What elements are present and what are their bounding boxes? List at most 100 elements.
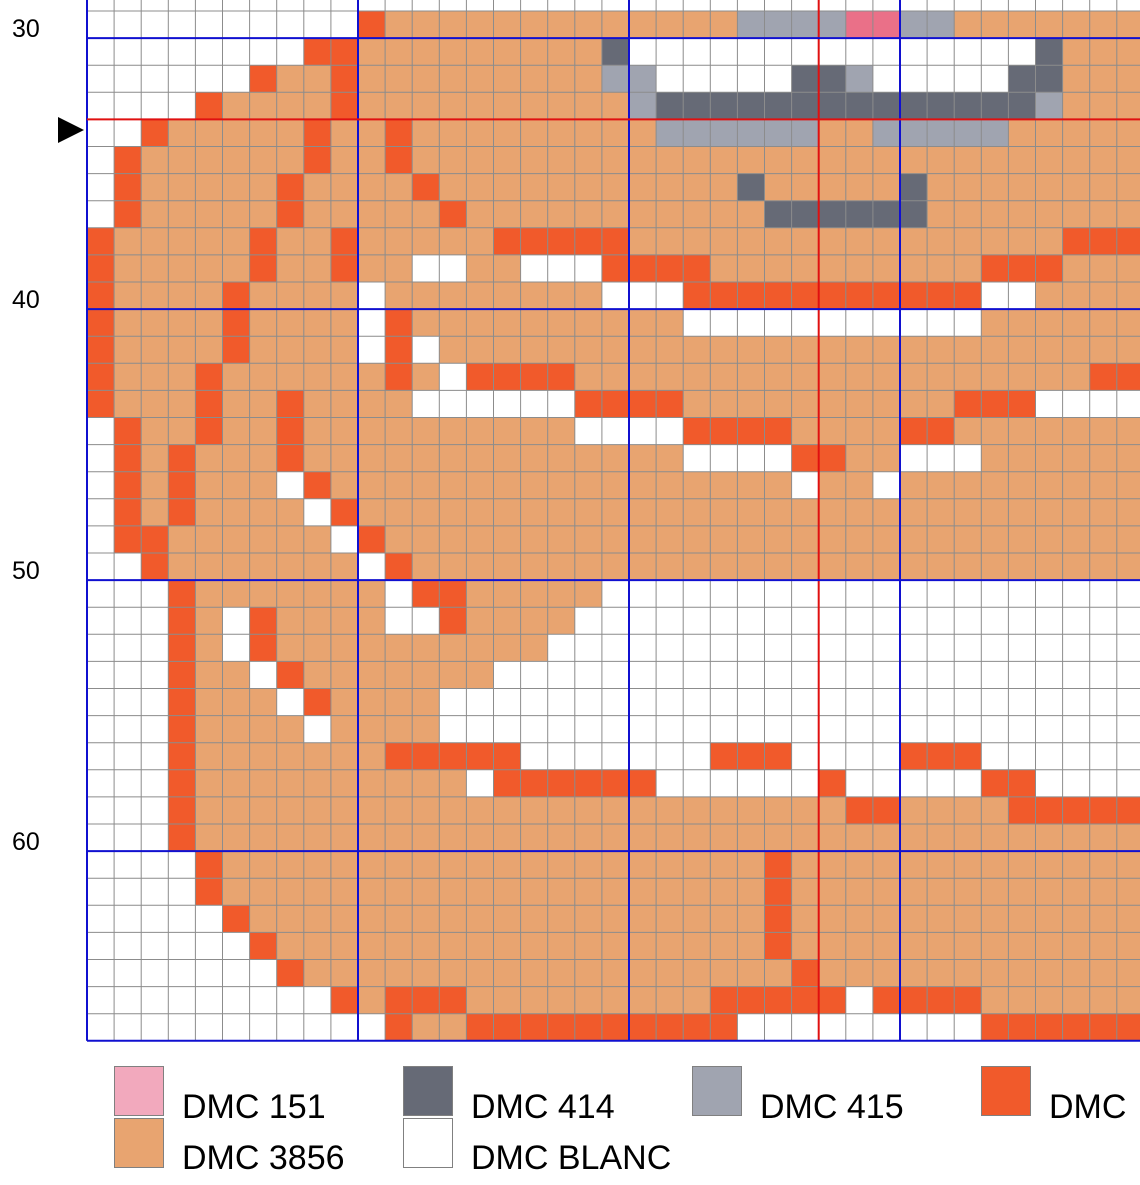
stitch-cell xyxy=(1035,146,1063,174)
stitch-cell xyxy=(358,634,386,662)
stitch-cell xyxy=(1062,580,1090,608)
stitch-cell xyxy=(927,417,955,445)
stitch-cell xyxy=(114,905,142,933)
stitch-cell xyxy=(87,119,115,147)
stitch-cell xyxy=(249,634,277,662)
stitch-cell xyxy=(547,65,576,93)
stitch-cell xyxy=(791,38,819,66)
stitch-cell xyxy=(385,661,413,689)
stitch-cell xyxy=(412,634,440,662)
stitch-cell xyxy=(330,38,359,66)
stitch-cell xyxy=(547,471,576,500)
stitch-cell xyxy=(466,932,494,960)
stitch-cell xyxy=(1062,851,1090,879)
stitch-cell xyxy=(276,254,305,283)
stitch-cell xyxy=(466,851,494,879)
stitch-cell xyxy=(791,417,819,445)
stitch-cell xyxy=(737,119,765,147)
stitch-cell xyxy=(710,986,738,1014)
stitch-cell xyxy=(358,661,386,689)
stitch-cell xyxy=(981,634,1009,662)
stitch-cell xyxy=(737,796,765,825)
stitch-cell xyxy=(791,715,819,743)
stitch-cell xyxy=(1035,11,1063,39)
stitch-cell xyxy=(330,363,359,391)
stitch-cell xyxy=(493,634,521,662)
stitch-cell xyxy=(818,580,847,608)
stitch-cell xyxy=(493,254,521,283)
stitch-cell xyxy=(954,905,982,933)
stitch-cell xyxy=(927,173,955,201)
stitch-cell xyxy=(710,11,738,39)
stitch-cell xyxy=(412,742,440,771)
stitch-cell xyxy=(439,1013,467,1042)
stitch-cell xyxy=(1008,11,1036,39)
stitch-cell xyxy=(737,65,765,93)
stitch-cell xyxy=(141,498,169,527)
stitch-cell xyxy=(710,688,738,716)
stitch-cell xyxy=(601,769,630,798)
stitch-cell xyxy=(466,796,494,825)
stitch-cell xyxy=(981,363,1009,391)
stitch-cell xyxy=(385,498,413,527)
stitch-cell xyxy=(900,282,928,310)
stitch-cell xyxy=(114,173,142,201)
stitch-cell xyxy=(493,851,521,879)
stitch-cell xyxy=(981,146,1009,174)
stitch-cell xyxy=(900,363,928,391)
stitch-cell xyxy=(330,444,359,472)
stitch-cell xyxy=(1116,65,1140,93)
stitch-cell xyxy=(1035,715,1063,743)
stitch-cell xyxy=(629,227,657,256)
stitch-cell xyxy=(1062,336,1090,364)
stitch-cell xyxy=(900,254,928,283)
stitch-cell xyxy=(791,796,819,825)
stitch-cell xyxy=(656,878,684,906)
stitch-cell xyxy=(303,661,332,689)
stitch-cell xyxy=(87,471,115,500)
stitch-cell xyxy=(1035,444,1063,472)
stitch-cell xyxy=(87,851,115,879)
stitch-cell xyxy=(872,634,901,662)
stitch-cell xyxy=(818,254,847,283)
stitch-cell xyxy=(222,92,250,120)
stitch-cell xyxy=(493,146,521,174)
stitch-cell xyxy=(222,254,250,283)
stitch-cell xyxy=(520,38,548,66)
stitch-cell xyxy=(791,1013,819,1042)
stitch-cell xyxy=(927,525,955,554)
stitch-cell xyxy=(141,878,169,906)
stitch-cell xyxy=(1035,878,1063,906)
stitch-cell xyxy=(547,119,576,147)
stitch-cell xyxy=(818,38,847,66)
stitch-cell xyxy=(981,959,1009,987)
stitch-cell xyxy=(249,471,277,500)
stitch-cell xyxy=(900,444,928,472)
stitch-cell xyxy=(87,715,115,743)
stitch-cell xyxy=(168,905,196,933)
stitch-cell xyxy=(249,498,277,527)
stitch-cell xyxy=(1008,227,1036,256)
stitch-cell xyxy=(466,38,494,66)
stitch-cell xyxy=(1089,227,1118,256)
stitch-cell xyxy=(114,227,142,256)
stitch-cell xyxy=(764,417,792,445)
stitch-cell xyxy=(927,282,955,310)
stitch-cell xyxy=(141,173,169,201)
stitch-cell xyxy=(927,254,955,283)
stitch-cell xyxy=(466,444,494,472)
stitch-cell xyxy=(845,336,874,364)
stitch-cell xyxy=(276,65,305,93)
stitch-cell xyxy=(385,607,413,635)
stitch-cell xyxy=(141,227,169,256)
stitch-cell xyxy=(412,227,440,256)
stitch-cell xyxy=(330,661,359,689)
stitch-cell xyxy=(276,769,305,798)
stitch-cell xyxy=(412,11,440,39)
stitch-cell xyxy=(1116,282,1140,310)
stitch-cell xyxy=(710,444,738,472)
stitch-cell xyxy=(466,580,494,608)
stitch-cell xyxy=(845,363,874,391)
stitch-cell xyxy=(1008,525,1036,554)
stitch-cell xyxy=(358,309,386,337)
